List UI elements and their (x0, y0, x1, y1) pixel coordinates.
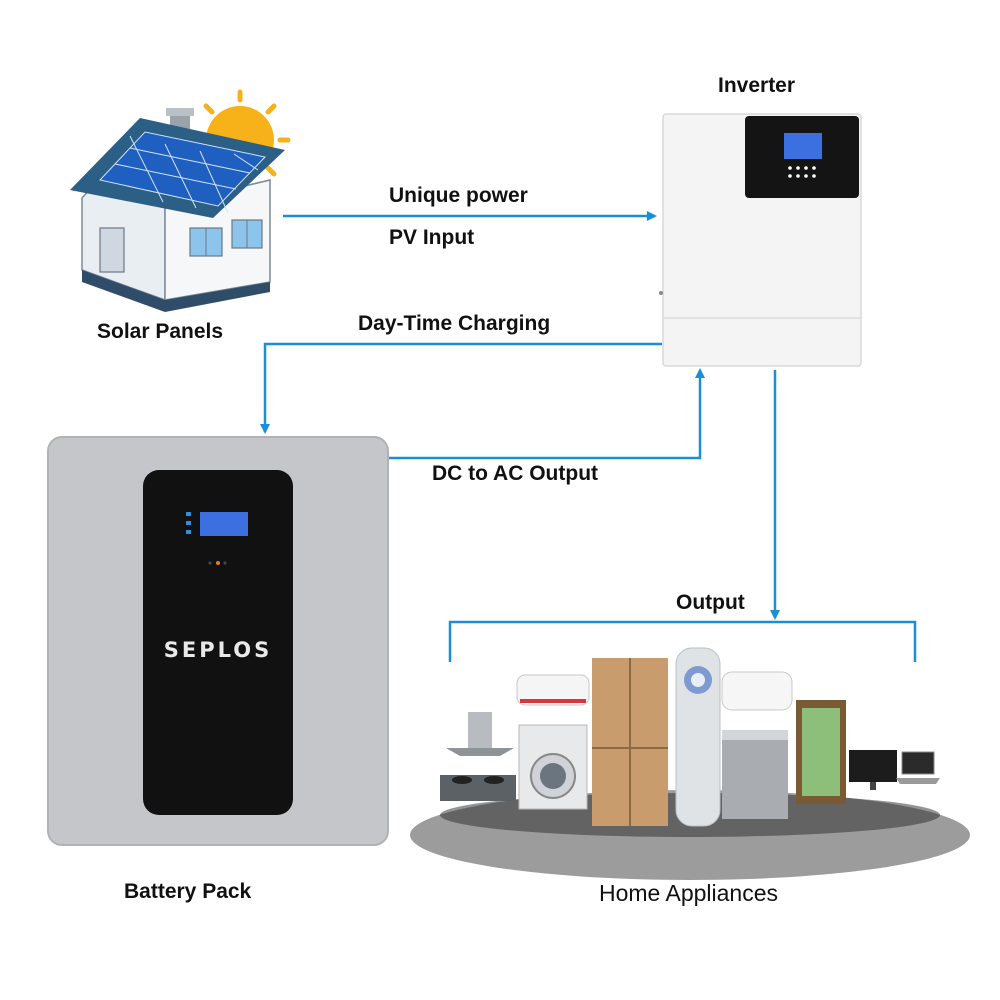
dc-ac-label: DC to AC Output (432, 462, 599, 485)
inverter-lcd (784, 133, 822, 159)
battery-lcd (200, 512, 248, 536)
battery-pack-label: Battery Pack (124, 880, 252, 903)
roof-solar-panel-icon (70, 118, 285, 218)
inverter-label: Inverter (718, 74, 796, 97)
pv-line1-label: Unique power (389, 184, 528, 207)
dc-ac-arrow (388, 368, 705, 460)
solar-panels-label: Solar Panels (97, 320, 224, 343)
charging-label: Day-Time Charging (358, 312, 551, 335)
output-bracket (448, 620, 917, 662)
home-appliances-label: Home Appliances (599, 880, 778, 906)
pv-line2-label: PV Input (389, 226, 475, 249)
output-label: Output (676, 591, 745, 614)
charging-arrow (260, 342, 662, 434)
battery-brand: SEPLOS (163, 638, 273, 662)
